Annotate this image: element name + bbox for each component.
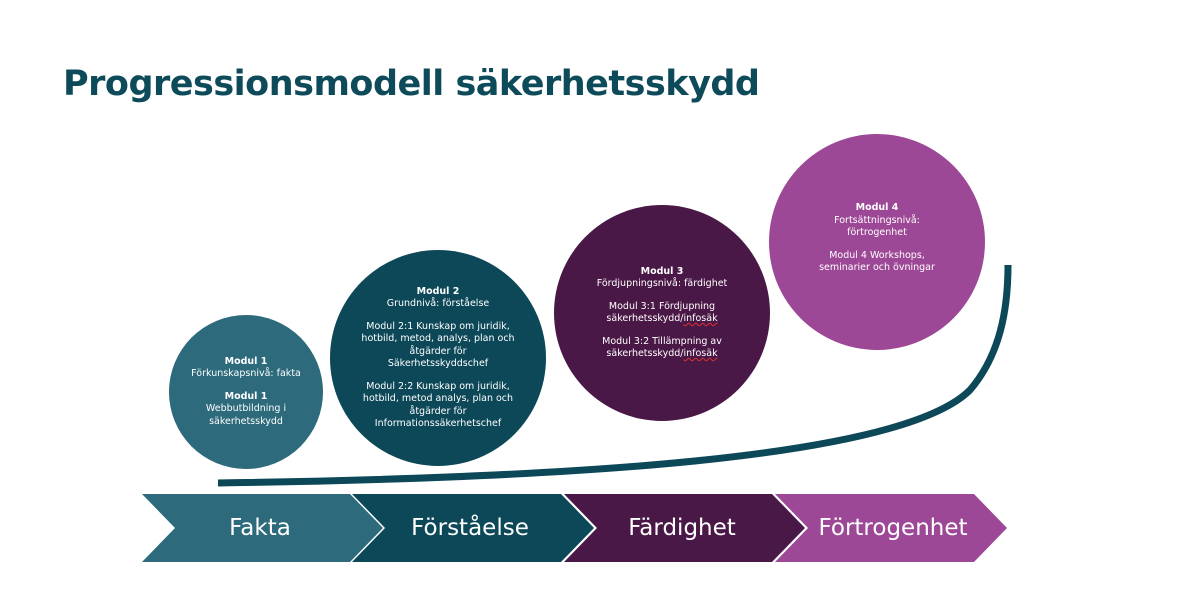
module-2-heading: Modul 2 [416, 285, 460, 297]
module-2-item: Modul 2:2 Kunskap om juridik, hotbild, m… [362, 380, 514, 430]
module-1-heading: Modul 1 [224, 355, 268, 367]
stage-label-fakta: Fakta [229, 515, 291, 541]
module-1-level: Förkunskapsnivå: fakta [191, 368, 301, 380]
stage-arrow-fardighet [564, 494, 805, 562]
module-3-item-text: Modul 3:1 Fördjupning säkerhetsskydd/ [606, 300, 716, 325]
module-3-heading: Modul 3 [640, 265, 684, 277]
module-3-item: Modul 3:2 Tillämpning av säkerhetsskydd/… [594, 336, 730, 361]
spellcheck-marked-word: infosäk [683, 313, 718, 324]
page-title: Progressionsmodell säkerhetsskydd [63, 64, 760, 104]
module-3-item: Modul 3:1 Fördjupning säkerhetsskydd/inf… [594, 301, 730, 326]
module-2-level: Grundnivå: förståelse [386, 298, 490, 309]
module-4-item: Modul 4 Workshops, seminarier och övning… [819, 249, 935, 274]
module-3-level: Fördjupningsnivå: färdighet [596, 278, 728, 289]
module-1-sub-heading: Modul 1 [224, 390, 268, 402]
spellcheck-marked-word: infosäk [683, 348, 718, 359]
module-3-item-text: Modul 3:2 Tillämpning av säkerhetsskydd/ [602, 335, 722, 360]
stage-arrow-fakta [142, 494, 383, 562]
stage-label-fortrogenhet: Förtrogenhet [818, 515, 968, 541]
module-4-heading: Modul 4 [855, 202, 899, 213]
stage-arrow-fortrogenhet [775, 494, 1007, 562]
stage-arrow-forstaelse [352, 494, 594, 562]
module-4-level: Fortsättningsnivå: förtrogenhet [834, 214, 920, 239]
module-2-item: Modul 2:1 Kunskap om juridik, hotbild, m… [361, 320, 515, 370]
module-1-sub-text: Webbutbildning i säkerhetsskydd [205, 403, 287, 427]
stage-label-fardighet: Färdighet [628, 515, 736, 541]
progression-curve [217, 264, 1012, 487]
stage-label-forstaelse: Förståelse [411, 515, 529, 541]
